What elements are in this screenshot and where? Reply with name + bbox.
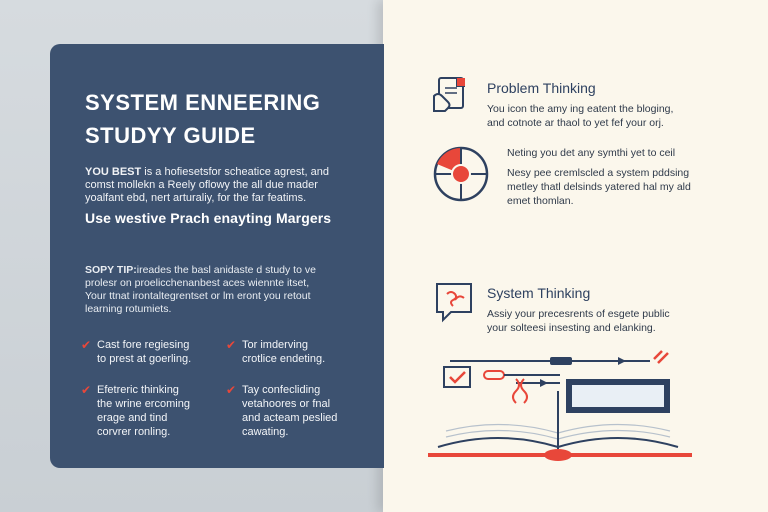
checkmark-icon: ✔: [226, 338, 237, 352]
tip-bold: SOPY TIP:: [85, 264, 137, 276]
checklist-item: ✔ Cast fore regiesing to prest at goerli…: [81, 338, 192, 365]
system-thinking-text: Assiy your precesrents of esgete public …: [487, 308, 670, 334]
checkmark-icon: ✔: [81, 338, 92, 352]
tip-line-3: Your ttnat irontaltegrentset or lm eront…: [85, 290, 311, 302]
section-2-text: Neting you det any symthi yet to ceil Ne…: [507, 147, 691, 207]
chat-bubble-icon: [436, 283, 472, 323]
problem-thinking-title: Problem Thinking: [487, 80, 596, 96]
title-line-1: SYSTEM ENNEERING: [85, 90, 321, 115]
tip-line-1: ireades the basl anidaste d study to ve: [136, 264, 316, 276]
guide-title: SYSTEM ENNEERING STUDYY GUIDE: [85, 86, 375, 152]
checklist-item: ✔ Efetreric thinking the wrine ercoming …: [81, 383, 190, 438]
subheading: Use westive Prach enayting Margers: [85, 210, 332, 226]
checkmark-icon: ✔: [81, 383, 92, 397]
intro-paragraph: YOU BEST is a hofiesetsfor scheatice agr…: [85, 166, 375, 205]
title-line-2: STUDYY GUIDE: [85, 123, 256, 148]
problem-thinking-text: You icon the amy ing eatent the bloging,…: [487, 103, 674, 129]
checklist-item: ✔ Tay confecliding vetahoores or fnal an…: [226, 383, 338, 438]
tip-line-2: prolesr on proelicchenanbest aces wiennt…: [85, 277, 310, 289]
document-hand-icon: [433, 77, 465, 112]
intro-line-3: yoalfant ebd, nert arturaliy, for the fa…: [85, 192, 307, 204]
checkmark-icon: ✔: [226, 383, 237, 397]
study-tip: SOPY TIP:ireades the basl anidaste d stu…: [85, 264, 377, 316]
intro-bold: YOU BEST: [85, 166, 142, 178]
system-thinking-title: System Thinking: [487, 285, 591, 301]
intro-line-2: comst mollekn a Reely oflowy the all due…: [85, 179, 318, 191]
study-guide-card: SYSTEM ENNEERING STUDYY GUIDE YOU BEST i…: [50, 44, 384, 468]
intro-line-1: is a hofiesetsfor scheatice agrest, and: [141, 166, 329, 178]
right-panel: [383, 0, 768, 512]
flow-diagram-icon: [428, 350, 692, 461]
checklist-item: ✔ Tor imderving crotlice endeting.: [226, 338, 326, 365]
tip-line-4: learning rotumiets.: [85, 303, 172, 315]
target-icon: [433, 146, 489, 202]
